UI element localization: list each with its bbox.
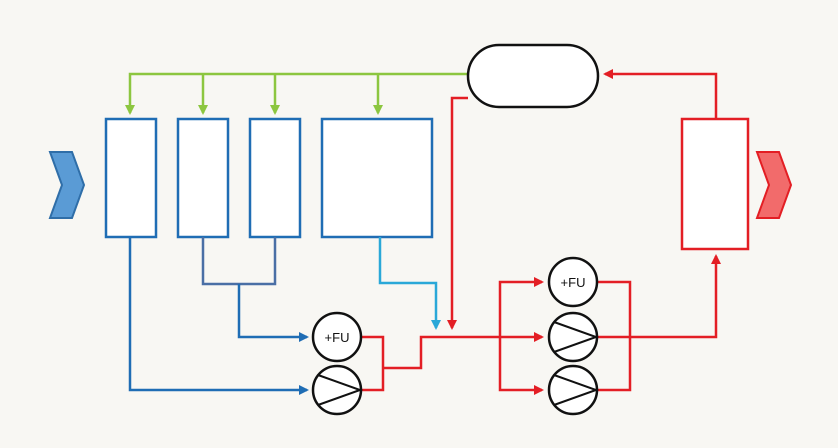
red-piping (362, 69, 721, 395)
outlet-chevron-icon (755, 151, 793, 219)
pump-label-left-upper: +FU (325, 330, 350, 345)
green-supply-lines (125, 72, 470, 115)
storage-tank (466, 43, 600, 109)
pump-label-right-upper: +FU (561, 275, 586, 290)
pump-right-middle-pump-icon (547, 311, 599, 363)
process-box-2 (176, 117, 230, 239)
blue-return-lines (128, 237, 441, 395)
pump-left-upper: +FU (311, 311, 363, 363)
process-box-3 (248, 117, 302, 239)
heater-box (680, 117, 750, 251)
pump-left-lower-pump-icon (311, 364, 363, 416)
process-box-4 (320, 117, 434, 239)
inlet-chevron-icon (48, 151, 86, 219)
pump-right-lower-pump-icon (547, 364, 599, 416)
pump-right-upper: +FU (547, 256, 599, 308)
process-box-1 (104, 117, 158, 239)
